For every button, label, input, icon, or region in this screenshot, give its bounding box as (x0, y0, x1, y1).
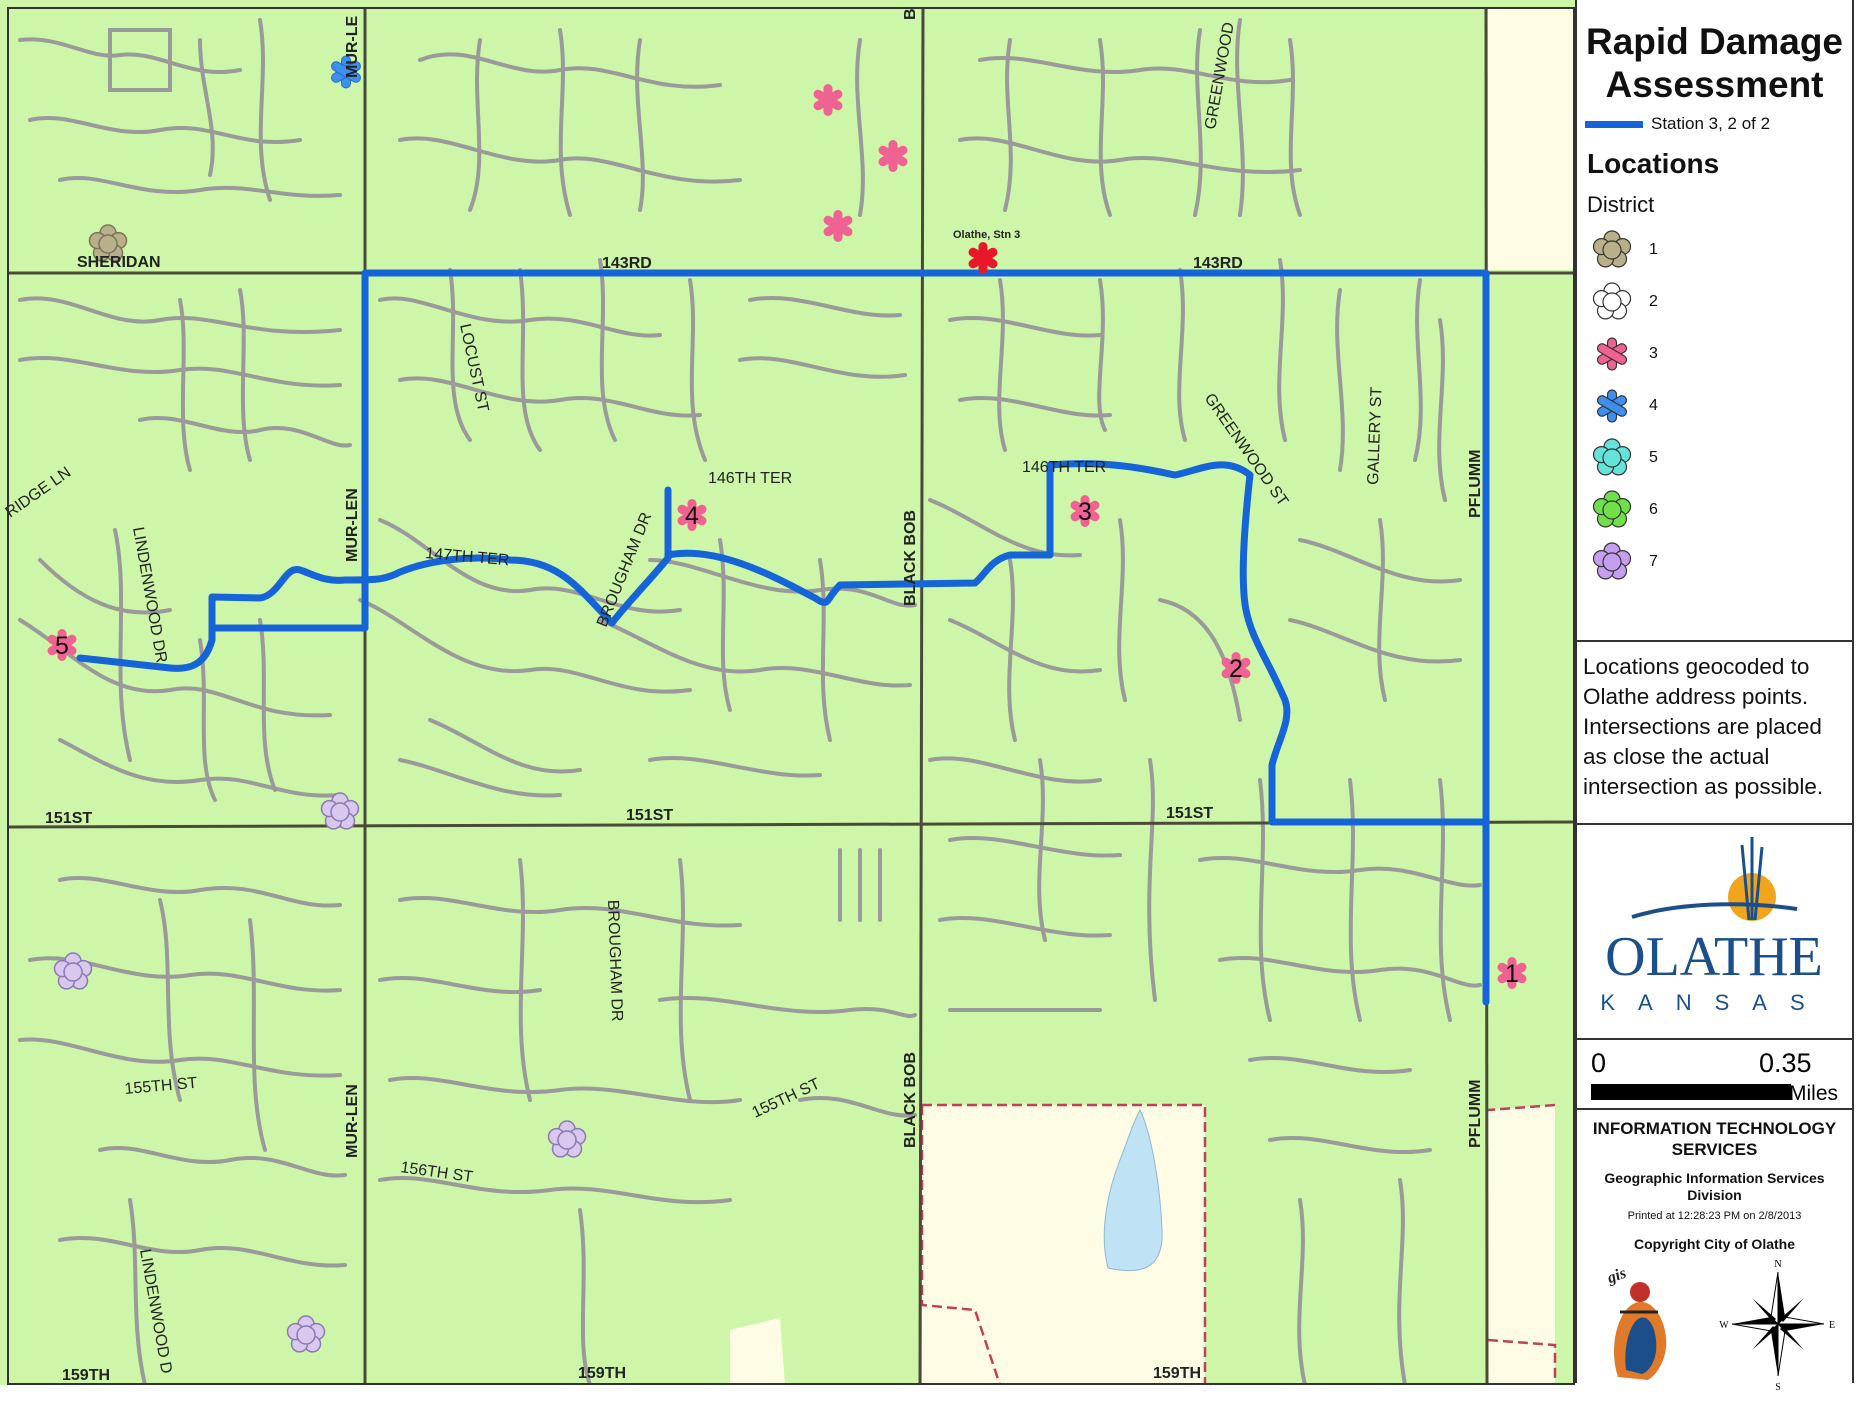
flower-icon (1592, 282, 1632, 320)
stop-1[interactable]: 1 (1495, 957, 1529, 989)
street-label-sheridan: SHERIDAN (77, 254, 161, 271)
stop-4-label: 4 (685, 502, 699, 530)
district-legend-row: 6 (1589, 484, 1852, 536)
street-label-mur-len-mid: MUR-LEN (344, 488, 361, 562)
street-label-155th-w: 155TH ST (124, 1075, 198, 1098)
scale-bar: 0 0.35 Miles (1577, 1040, 1852, 1110)
street-label-146th-ter-w: 146TH TER (708, 470, 792, 487)
district-legend-row: 7 (1589, 536, 1852, 588)
stop-2[interactable]: 2 (1219, 652, 1253, 684)
compass-e: E (1829, 1320, 1835, 1331)
district-heading: District (1587, 192, 1655, 217)
stop-3[interactable]: 3 (1068, 495, 1102, 527)
legend-key: Rapid Damage Assessment Station 3, 2 of … (1577, 20, 1852, 642)
district-legend-row: 4 (1589, 380, 1852, 432)
stop-5-label: 5 (55, 632, 69, 660)
street-label-143rd-e: 143RD (1193, 255, 1243, 272)
district-legend-row: 5 (1589, 432, 1852, 484)
north-arrow-icon: N S E W (1719, 1259, 1835, 1393)
district-legend-row: 2 (1589, 276, 1852, 328)
olathe-logo-state: KANSAS (1600, 990, 1827, 1015)
credits-graphics: gis N S E W (1604, 1259, 1835, 1393)
district-legend-label: 2 (1649, 293, 1658, 310)
route-swatch (1585, 120, 1643, 128)
street-label-143rd-w: 143RD (602, 255, 652, 272)
geocode-note: Locations geocoded to Olathe address poi… (1577, 642, 1852, 825)
route-legend-row: Station 3, 2 of 2 (1585, 114, 1852, 134)
legend-title: Rapid Damage Assessment (1585, 21, 1843, 105)
map-frame (7, 7, 1575, 1385)
compass-w: W (1719, 1320, 1729, 1331)
street-label-151st-w: 151ST (45, 810, 92, 827)
flower-icon (1592, 438, 1632, 476)
scale-max: 0.35 (1759, 1048, 1812, 1078)
printed-timestamp: Printed at 12:28:23 PM on 2/8/2013 (1627, 1210, 1802, 1222)
street-label-mur-len-top: MUR-LE (344, 15, 361, 78)
stop-1-label: 1 (1505, 960, 1519, 988)
flower-icon (1592, 230, 1632, 268)
street-label-159th-m: 159TH (578, 1365, 626, 1382)
district-legend-row: 1 (1589, 224, 1852, 276)
locations-heading: Locations (1587, 148, 1720, 179)
district-legend-row: 3 (1589, 328, 1852, 380)
district-legend-label: 6 (1649, 501, 1658, 518)
district-legend-label: 7 (1649, 553, 1658, 570)
legend-panel: Rapid Damage Assessment Station 3, 2 of … (1575, 0, 1854, 1393)
asterisk-icon (1595, 389, 1629, 423)
park-area-ne (1488, 8, 1575, 270)
asterisk-icon (1595, 337, 1629, 371)
stop-3-label: 3 (1078, 498, 1092, 526)
park-area-se (1488, 1105, 1555, 1385)
gis-logo-text: gis (1604, 1265, 1628, 1288)
flower-icon (1592, 490, 1632, 528)
scale-bar-graphic (1591, 1084, 1791, 1100)
district-legend-label: 1 (1649, 241, 1658, 258)
street-label-mur-len-bot: MUR-LEN (344, 1084, 361, 1158)
street-label-pflumm-1: PFLUMM (1467, 450, 1484, 518)
park-area-small (730, 1318, 785, 1385)
land-area (0, 0, 1575, 1385)
park-area-south (922, 1105, 1205, 1385)
street-label-gallery-st: GALLERY ST (1365, 386, 1385, 485)
stop-5[interactable]: 5 (45, 629, 79, 661)
flower-icon (1592, 542, 1632, 580)
gis-logo: gis (1604, 1265, 1667, 1380)
city-boundary (920, 1103, 1557, 1385)
olathe-logo: OLATHE KANSAS (1577, 825, 1852, 1040)
street-label-pflumm-2: PFLUMM (1467, 1080, 1484, 1148)
route-station-3 (76, 269, 1490, 1006)
its-credits: INFORMATION TECHNOLOGY SERVICES Geograph… (1577, 1110, 1852, 1410)
stop-2-label: 2 (1229, 655, 1243, 683)
its-title: INFORMATION TECHNOLOGY SERVICES (1592, 1119, 1837, 1159)
stop-4[interactable]: 4 (675, 499, 709, 531)
district-list: 1 2 3 4 5 6 7 (1577, 224, 1852, 588)
olathe-logo-name: OLATHE (1605, 926, 1823, 988)
map-canvas[interactable]: 1 2 3 4 5 SHERIDAN 143RD 143RD Olathe, S… (0, 0, 1575, 1385)
street-label-151st-e: 151ST (1166, 805, 1213, 822)
compass-s: S (1775, 1382, 1781, 1392)
compass-n: N (1774, 1259, 1781, 1270)
olathe-logo-graphic: OLATHE KANSAS (1600, 837, 1827, 1015)
street-label-159th-w: 159TH (62, 1367, 110, 1384)
local-streets (18, 18, 1482, 1385)
street-label-black-bob-top: B (902, 8, 919, 20)
street-label-151st-m: 151ST (626, 807, 673, 824)
street-label-brougham-2: BROUGHAM DR (604, 900, 625, 1022)
lake (1103, 1108, 1163, 1272)
scale-min: 0 (1591, 1048, 1607, 1078)
district-legend-label: 5 (1649, 449, 1658, 466)
street-label-146th-ter-e: 146TH TER (1022, 459, 1106, 476)
street-label-black-bob-2: BLACK BOB (902, 1052, 919, 1148)
street-label-black-bob-1: BLACK BOB (902, 510, 919, 606)
district-legend-label: 3 (1649, 345, 1658, 362)
its-division: Geographic Information Services Division (1604, 1170, 1825, 1203)
copyright: Copyright City of Olathe (1634, 1236, 1795, 1252)
route-label: Station 3, 2 of 2 (1651, 114, 1771, 133)
station-label: Olathe, Stn 3 (953, 229, 1020, 241)
scale-unit: Miles (1789, 1082, 1839, 1105)
street-label-159th-e: 159TH (1153, 1365, 1201, 1382)
district-legend-label: 4 (1649, 397, 1658, 414)
